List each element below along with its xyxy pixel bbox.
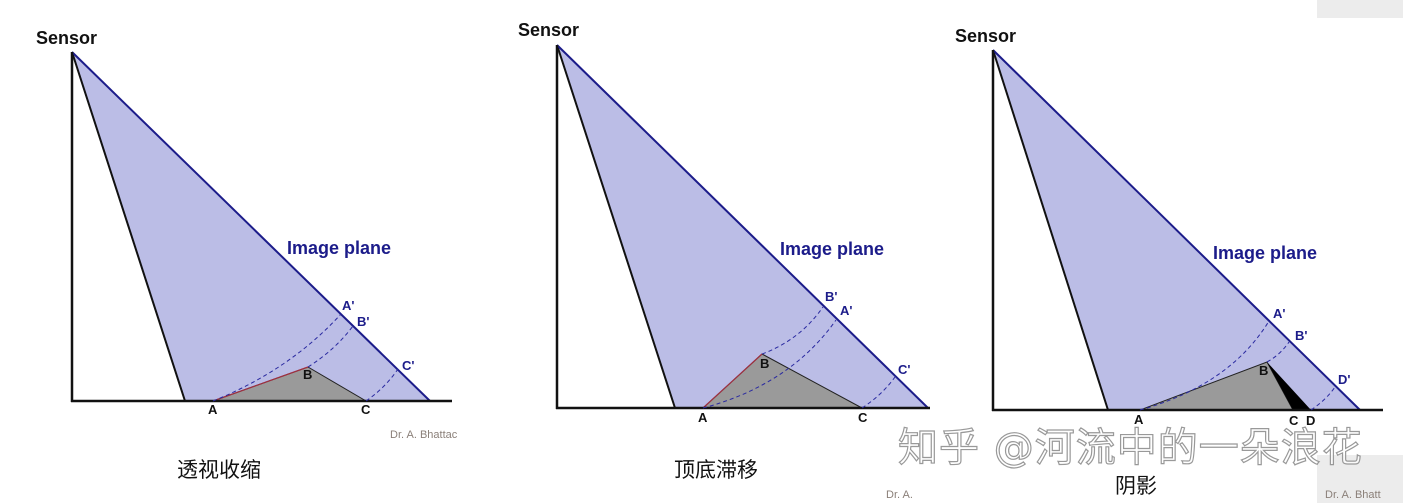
sensor-label: Sensor	[955, 26, 1016, 46]
proj-a: A'	[342, 298, 354, 313]
proj-a: A'	[1273, 306, 1285, 321]
sensor-label: Sensor	[36, 28, 97, 48]
slope-line	[702, 353, 763, 409]
image-plane-line	[992, 49, 1361, 411]
image-plane-label: Image plane	[1213, 243, 1317, 263]
projection-arc	[1139, 320, 1270, 411]
projection-arc	[861, 376, 896, 409]
credit: Dr. A. Bhattac	[390, 429, 458, 441]
projection-arc	[212, 313, 342, 402]
side-strip-top	[1317, 0, 1403, 18]
sensor-ray	[556, 44, 676, 409]
proj-b: B'	[357, 314, 369, 329]
point-b: B	[303, 367, 312, 382]
image-plane-line	[71, 51, 431, 402]
proj-b: B'	[1295, 328, 1307, 343]
point-a: A	[208, 402, 218, 417]
sensor-label: Sensor	[518, 20, 579, 40]
projection-arc	[1310, 386, 1336, 411]
proj-b: B'	[825, 289, 837, 304]
slope-line	[212, 366, 309, 402]
watermark: 知乎 @河流中的一朵浪花	[897, 425, 1363, 471]
caption-layover: 顶底滞移	[674, 458, 758, 482]
point-b: B	[760, 356, 769, 371]
shadow-region	[1267, 362, 1311, 410]
caption-foreshortening: 透视收缩	[177, 458, 261, 482]
image-plane-label: Image plane	[287, 238, 391, 258]
proj-a: A'	[840, 303, 852, 318]
panel-foreshortening: Sensor Image plane A B C A' B' C' Dr. A.…	[36, 28, 458, 441]
point-a: A	[1134, 412, 1144, 427]
projection-arc	[365, 368, 399, 402]
projection-arc	[1266, 341, 1290, 363]
image-plane-label: Image plane	[780, 239, 884, 259]
image-plane-line	[556, 44, 929, 409]
point-c: C	[1289, 413, 1299, 428]
sensor-ray	[71, 51, 186, 402]
point-d: D	[1306, 413, 1315, 428]
credit: Dr. A. Bhatt	[1325, 489, 1381, 501]
projection-arc	[761, 306, 824, 355]
point-c: C	[858, 410, 868, 425]
side-strip-bottom	[1317, 455, 1403, 503]
projection-arc	[702, 319, 837, 409]
point-b: B	[1259, 363, 1268, 378]
proj-c: C'	[898, 362, 910, 377]
point-c: C	[361, 402, 371, 417]
projection-arc	[307, 325, 354, 368]
panel-layover: Sensor Image plane A B C B' A' C' Dr. A.	[518, 20, 930, 501]
credit: Dr. A.	[886, 489, 913, 501]
panel-shadow: Sensor Image plane A B C D A' B' D' Dr. …	[955, 26, 1383, 501]
sensor-ray	[992, 49, 1109, 411]
proj-d: D'	[1338, 372, 1350, 387]
point-a: A	[698, 410, 708, 425]
proj-c: C'	[402, 358, 414, 373]
caption-shadow: 阴影	[1115, 474, 1157, 498]
